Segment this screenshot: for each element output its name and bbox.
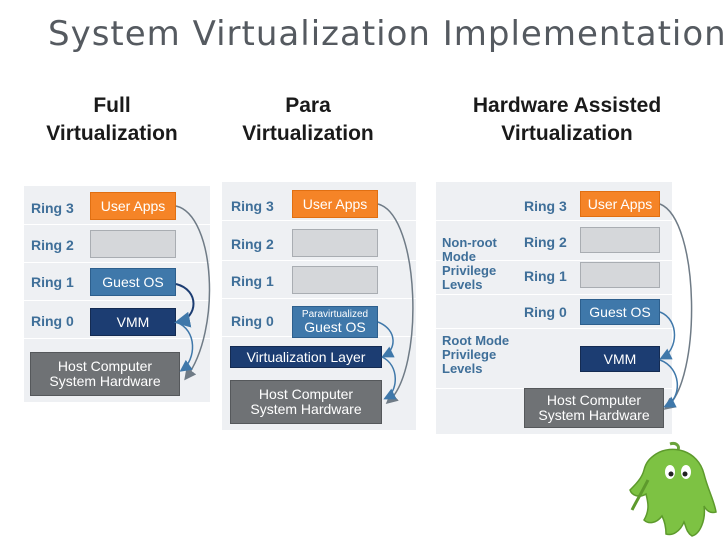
ring-1-label: Ring 1 [231,273,274,289]
arrow-vmm-to-hardware [659,359,679,408]
ring-2-empty-box [292,229,378,257]
ring-2-empty-box [580,227,660,253]
ring-3-label: Ring 3 [231,198,274,214]
arrow-user-apps-to-hardware [175,205,211,381]
heading-full-virtualization: Full Virtualization [46,94,178,145]
host-hardware-box: Host Computer System Hardware [524,388,664,428]
user-apps-box: User Apps [580,191,660,217]
ring-0-label: Ring 0 [524,304,567,320]
ring-3-label: Ring 3 [31,200,74,216]
ring-2-label: Ring 2 [31,237,74,253]
guest-os-box: Guest OS [580,299,660,325]
vmm-box: VMM [580,346,660,372]
paravirtualized-guest-os-box: Paravirtualized Guest OS [292,306,378,338]
arrow-user-apps-to-hardware [659,203,693,410]
ring-2-label: Ring 2 [524,234,567,250]
virtualization-layer-box: Virtualization Layer [230,346,382,368]
arrow-guest-os-to-vmm [174,283,195,328]
arrow-vmm-to-hardware [175,321,194,372]
host-hardware-box: Host Computer System Hardware [30,352,180,396]
arrow-guest-os-to-vmm [659,311,676,360]
host-hardware-box: Host Computer System Hardware [230,380,382,424]
heading-hardware-assisted-virtualization: Hardware Assisted Virtualization [472,94,662,145]
ring-1-empty-box [292,266,378,294]
user-apps-box: User Apps [90,192,176,220]
ring-1-empty-box [580,262,660,288]
user-apps-box: User Apps [292,190,378,218]
root-mode-label: Root Mode Privilege Levels [442,333,510,376]
ring-0-label: Ring 0 [31,313,74,329]
heading-para-virtualization: Para Virtualization [242,94,374,145]
slide-title: System Virtualization Implementations [48,14,728,54]
ring-1-label: Ring 1 [31,274,74,290]
green-mascot-icon [629,442,717,537]
guest-os-box: Guest OS [90,268,176,296]
ring-3-label: Ring 3 [524,198,567,214]
ring-2-label: Ring 2 [231,236,274,252]
arrow-guest-os-to-virt-layer [377,321,395,358]
ring-1-label: Ring 1 [524,268,567,284]
vmm-box: VMM [90,308,176,336]
non-root-mode-label: Non-root Mode Privilege Levels [442,235,497,292]
arrow-virt-layer-to-hardware [381,356,397,400]
ring-2-empty-box [90,230,176,258]
ring-0-label: Ring 0 [231,313,274,329]
arrow-user-apps-to-hardware [377,203,414,404]
